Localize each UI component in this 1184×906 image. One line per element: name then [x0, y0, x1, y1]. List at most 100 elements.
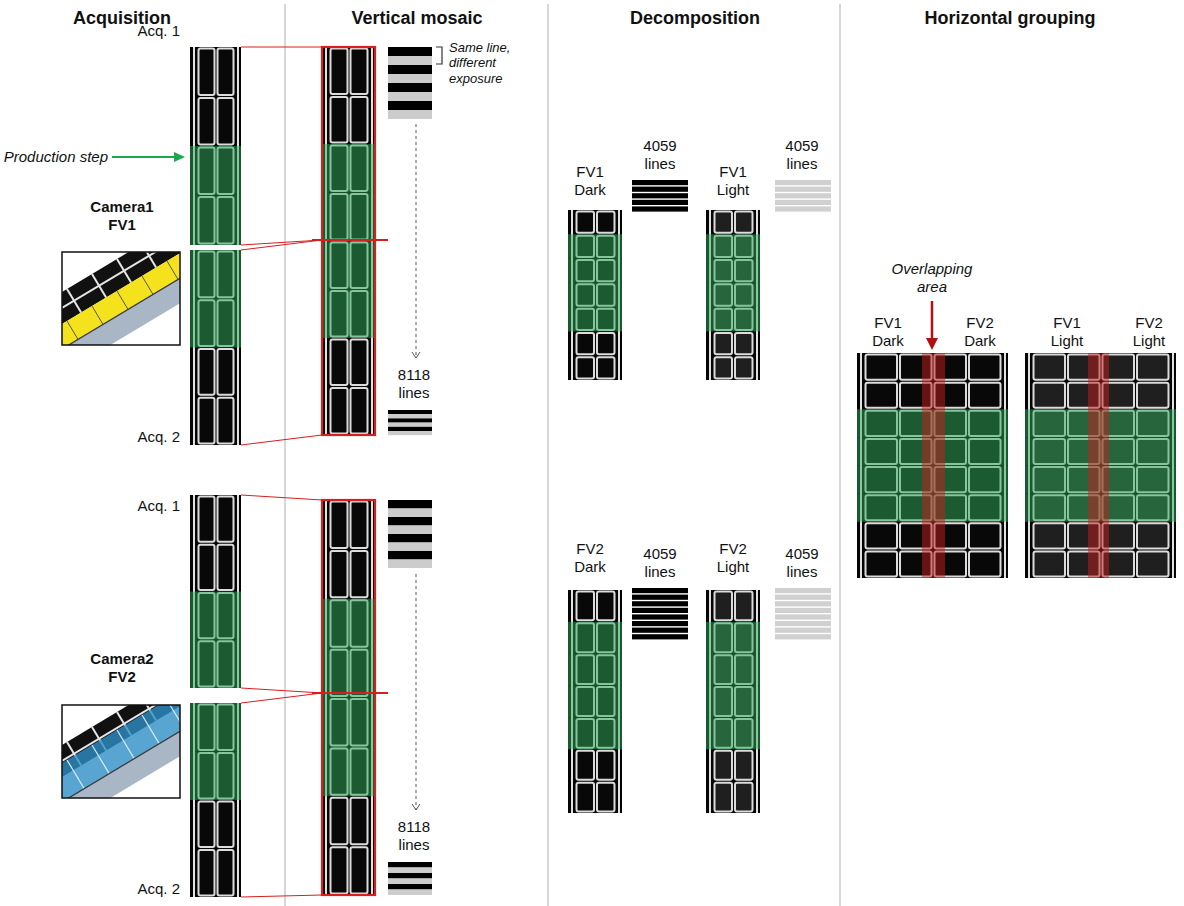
mosaic-link-line: [241, 240, 322, 250]
cell: [218, 349, 234, 395]
cell: [866, 523, 898, 548]
exposure-line: [632, 200, 688, 205]
panel-strip: [190, 495, 241, 688]
cell-wall: [117, 291, 128, 309]
cell: [1034, 523, 1066, 548]
cell: [597, 592, 615, 621]
cell: [735, 212, 753, 233]
annotation-label: Production step: [4, 148, 108, 166]
cell: [597, 751, 615, 780]
production-step-overlay: [706, 283, 760, 307]
exposure-line: [632, 621, 688, 626]
cell: [1034, 551, 1066, 576]
annotation-label: 8118 lines: [391, 366, 437, 401]
strip-ground: [568, 210, 622, 380]
exposure-line: [388, 879, 432, 885]
exposure-line: [632, 614, 688, 619]
exposure-line: [632, 608, 688, 613]
cell: [218, 98, 234, 145]
cell-wall: [92, 274, 106, 298]
mosaic-link-line: [241, 495, 322, 500]
annotation-label: FV2 Light: [1126, 314, 1172, 349]
exposure-line: [775, 614, 831, 619]
annotation-label: Camera2 FV2: [83, 650, 161, 685]
cell-wall: [117, 259, 131, 283]
cell: [1137, 355, 1169, 380]
production-step-overlay: [568, 717, 622, 749]
cell: [1137, 551, 1169, 576]
cell: [1137, 523, 1169, 548]
exposure-line: [632, 193, 688, 198]
exposure-line: [388, 110, 432, 119]
inset-content: [62, 252, 180, 345]
annotation-label: Acq. 1: [137, 22, 180, 40]
cell: [715, 357, 733, 378]
column-separator: [839, 4, 840, 906]
production-step-overlay: [322, 193, 375, 242]
strip-ground: [190, 703, 241, 897]
seam-line: [312, 239, 388, 241]
overlap-band: [1088, 353, 1109, 578]
mosaic-link-line: [241, 47, 322, 48]
annotation-label: 4059 lines: [779, 137, 825, 172]
panel-strip: [190, 703, 241, 897]
cell: [715, 592, 733, 621]
exposure-line: [632, 634, 688, 639]
exposure-line: [775, 193, 831, 198]
strip-ground: [190, 47, 241, 245]
cell: [199, 49, 215, 96]
annotation-label: Acq. 1: [137, 497, 180, 515]
conveyor-band: [62, 731, 180, 798]
exposure-line: [775, 187, 831, 192]
arrow-head: [926, 338, 938, 350]
production-step-overlay: [322, 290, 375, 339]
exposure-line: [388, 414, 432, 418]
arrow-head: [412, 804, 420, 810]
cell: [218, 850, 234, 896]
panel-strip: [190, 47, 241, 245]
annotation-label: FV2 Light: [710, 540, 756, 575]
production-step-overlay: [322, 648, 375, 697]
panel-strip: [706, 590, 760, 813]
panel-strip: [1025, 353, 1176, 578]
cell: [969, 383, 1001, 408]
production-step-overlay: [190, 146, 241, 196]
inset-content: [62, 705, 180, 798]
exposure-line: [388, 884, 432, 890]
strip-ground: [706, 210, 760, 380]
production-step-overlay: [322, 144, 375, 193]
cell: [331, 551, 348, 597]
column-separator: [284, 4, 285, 906]
exposure-line: [388, 500, 432, 509]
exposure-line: [775, 628, 831, 633]
cell: [331, 340, 348, 386]
exposure-line: [388, 534, 432, 543]
production-step-overlay: [190, 250, 241, 299]
cell: [715, 783, 733, 812]
exposure-line: [775, 608, 831, 613]
production-step-overlay: [706, 717, 760, 749]
annotation-label: Overlapping area: [884, 260, 980, 295]
annotation-label: FV1 Dark: [865, 314, 911, 349]
annotation-label: FV1 Light: [1044, 314, 1090, 349]
cell: [577, 592, 595, 621]
exposure-line: [388, 65, 432, 74]
cell: [735, 357, 753, 378]
cell: [218, 398, 234, 444]
exposure-line: [775, 200, 831, 205]
annotation-label: FV1 Light: [710, 163, 756, 198]
cell: [1034, 355, 1066, 380]
cell: [331, 798, 348, 844]
cell: [351, 49, 368, 95]
panel-strip: [190, 250, 241, 445]
arrow-head: [412, 352, 420, 358]
exposure-line: [388, 517, 432, 526]
exposure-line: [388, 868, 432, 874]
cell-wall: [142, 715, 159, 744]
exposure-line: [775, 180, 831, 185]
exposure-line: [632, 601, 688, 606]
inset-border: [62, 252, 180, 345]
annotation-label: Acq. 2: [137, 428, 180, 446]
production-step-overlay: [568, 283, 622, 307]
